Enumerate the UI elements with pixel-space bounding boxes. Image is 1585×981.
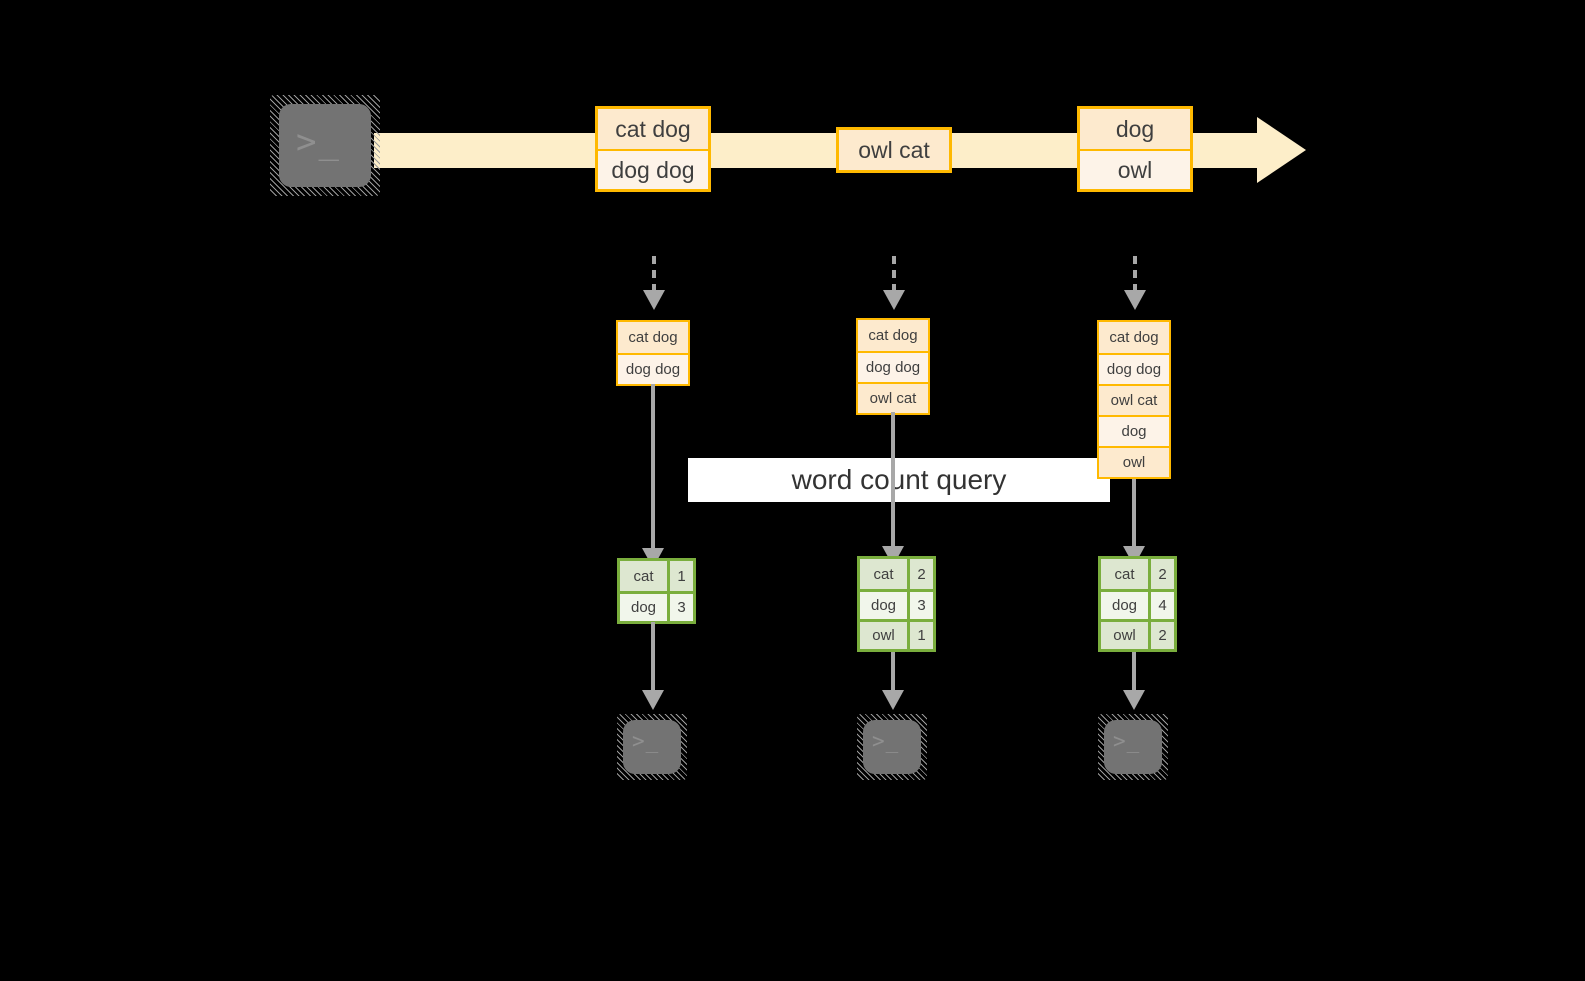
input-table-row: cat dog (858, 320, 928, 351)
stream-event-group-1: cat dog dog dog (595, 106, 711, 192)
result-count: 3 (667, 594, 693, 621)
stream-event-line: cat dog (598, 109, 708, 149)
terminal-body (863, 720, 921, 774)
connector-table-to-result-1 (651, 384, 655, 552)
result-row: owl 2 (1101, 619, 1174, 649)
connector-result-to-sink-1 (651, 622, 655, 694)
result-word: cat (620, 561, 667, 591)
result-count: 2 (907, 559, 933, 589)
connector-arrowhead-8-icon (882, 690, 904, 710)
terminal-prompt-glyph: >_ (1113, 729, 1141, 753)
input-table-row: owl cat (1099, 384, 1169, 415)
result-count: 1 (667, 561, 693, 591)
source-terminal-icon: >_ (270, 95, 380, 196)
connector-stream-to-table-3 (1133, 256, 1137, 292)
input-table-row: cat dog (1099, 322, 1169, 353)
input-table-row: cat dog (618, 322, 688, 353)
connector-arrowhead-2-icon (883, 290, 905, 310)
result-table-2: cat 2 dog 3 owl 1 (857, 556, 936, 652)
terminal-prompt-glyph: >_ (296, 122, 341, 162)
result-table-3: cat 2 dog 4 owl 2 (1098, 556, 1177, 652)
result-row: owl 1 (860, 619, 933, 649)
query-label-text: word count query (791, 464, 1007, 495)
connector-result-to-sink-3 (1132, 652, 1136, 694)
result-count: 2 (1148, 559, 1174, 589)
terminal-body (623, 720, 681, 774)
terminal-body (279, 104, 371, 187)
connector-arrowhead-9-icon (1123, 690, 1145, 710)
result-row: dog 3 (620, 591, 693, 621)
input-table-row: dog dog (858, 351, 928, 382)
result-table-1: cat 1 dog 3 (617, 558, 696, 624)
terminal-prompt-glyph: >_ (632, 729, 660, 753)
result-row: cat 2 (860, 559, 933, 589)
stream-event-group-2: owl cat (836, 127, 952, 173)
stream-event-line: dog (1080, 109, 1190, 149)
input-table-row: dog dog (618, 353, 688, 384)
connector-arrowhead-7-icon (642, 690, 664, 710)
input-table-row: dog (1099, 415, 1169, 446)
result-word: dog (620, 594, 667, 621)
sink-terminal-icon-2: >_ (857, 714, 927, 780)
result-row: dog 4 (1101, 589, 1174, 619)
input-table-row: owl (1099, 446, 1169, 477)
connector-arrowhead-1-icon (643, 290, 665, 310)
result-word: dog (1101, 592, 1148, 619)
connector-table-to-result-3 (1132, 475, 1136, 552)
input-table-2: cat dog dog dog owl cat (856, 318, 930, 415)
input-table-3: cat dog dog dog owl cat dog owl (1097, 320, 1171, 479)
result-count: 2 (1148, 622, 1174, 649)
result-word: cat (1101, 559, 1148, 589)
result-count: 1 (907, 622, 933, 649)
input-table-1: cat dog dog dog (616, 320, 690, 386)
result-word: owl (1101, 622, 1148, 649)
stream-event-line: dog dog (598, 149, 708, 189)
result-count: 3 (907, 592, 933, 619)
sink-terminal-icon-1: >_ (617, 714, 687, 780)
connector-stream-to-table-1 (652, 256, 656, 292)
stream-event-line: owl (1080, 149, 1190, 189)
result-word: dog (860, 592, 907, 619)
stream-event-line: owl cat (839, 130, 949, 170)
result-row: cat 1 (620, 561, 693, 591)
connector-stream-to-table-2 (892, 256, 896, 292)
input-table-row: dog dog (1099, 353, 1169, 384)
terminal-prompt-glyph: >_ (872, 729, 900, 753)
stream-event-group-3: dog owl (1077, 106, 1193, 192)
input-table-row: owl cat (858, 382, 928, 413)
result-word: owl (860, 622, 907, 649)
result-word: cat (860, 559, 907, 589)
result-row: dog 3 (860, 589, 933, 619)
sink-terminal-icon-3: >_ (1098, 714, 1168, 780)
query-label: word count query (688, 458, 1110, 502)
stream-arrowhead-icon (1257, 117, 1306, 183)
terminal-body (1104, 720, 1162, 774)
connector-arrowhead-3-icon (1124, 290, 1146, 310)
result-row: cat 2 (1101, 559, 1174, 589)
connector-result-to-sink-2 (891, 652, 895, 694)
result-count: 4 (1148, 592, 1174, 619)
connector-table-to-result-2 (891, 412, 895, 550)
